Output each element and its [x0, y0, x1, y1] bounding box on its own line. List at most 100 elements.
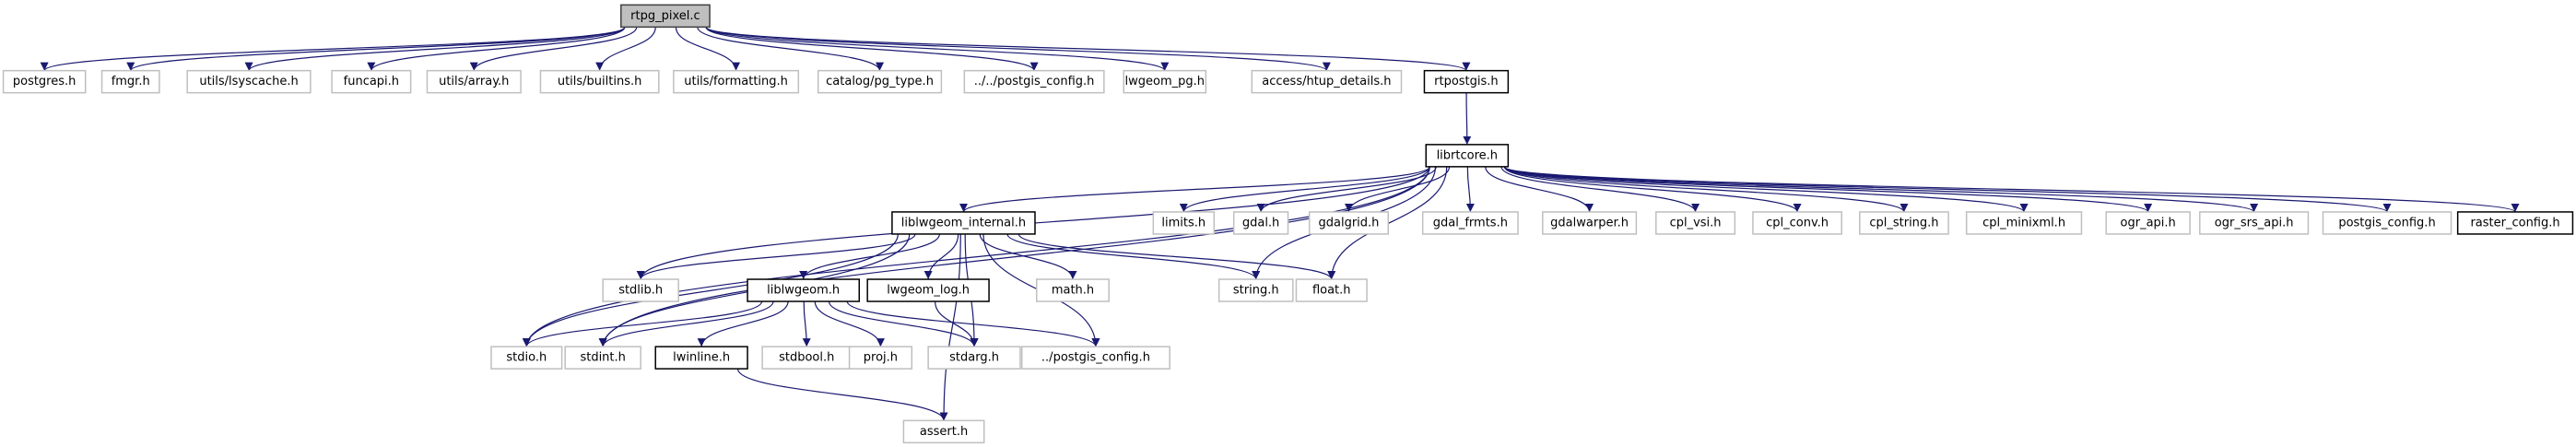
edge-liblwgeom_h-to-lwinline_h [697, 300, 789, 347]
node-label: ogr_api.h [2121, 216, 2176, 229]
node-stdio-h: stdio.h [490, 346, 563, 370]
edge-liblwgeom_internal_h-to-assert_h [939, 233, 961, 421]
node-label: lwgeom_log.h [887, 284, 970, 298]
node-label: ../../postgis_config.h [974, 75, 1095, 88]
node-lwgeom-log-h[interactable]: lwgeom_log.h [866, 278, 990, 302]
edge-rtpg_pixel_c-to-postgres_h [40, 26, 626, 72]
node-liblwgeom-h[interactable]: liblwgeom.h [747, 278, 861, 302]
edge-librtcore_h-to-stdint_h [598, 166, 1430, 347]
node-gdalwarper-h: gdalwarper.h [1542, 211, 1638, 235]
edge-liblwgeom_h-to-stdint_h [598, 300, 774, 347]
node-label: liblwgeom.h [767, 284, 840, 298]
edge-liblwgeom_internal_h-to-string_h [1006, 233, 1261, 280]
edge-rtpg_pixel_c-to-fmgr_h [126, 26, 626, 72]
node-box [1752, 211, 1842, 235]
node-box [1965, 211, 2083, 235]
node-box [1308, 211, 1389, 235]
node-box [747, 278, 861, 302]
node-box [1295, 278, 1368, 302]
node-label: ../postgis_config.h [1041, 351, 1150, 365]
node-dot-postgis-config-h: ../postgis_config.h [1020, 346, 1170, 370]
edge-rtpg_pixel_c-to-rtpostgis_h [705, 26, 1471, 72]
node-label: access/htup_details.h [1262, 75, 1391, 88]
node-fmgr-h: fmgr.h [100, 69, 160, 94]
edge-librtcore_h-to-gdalgrid_h [1344, 166, 1451, 213]
node-box [490, 346, 563, 370]
node-stdint-h: stdint.h [564, 346, 641, 370]
node-box [817, 69, 943, 94]
node-math-h: math.h [1036, 278, 1110, 302]
node-box [602, 278, 679, 302]
node-label: postgres.h [13, 75, 76, 88]
node-label: proj.h [864, 351, 898, 365]
node-label: gdalwarper.h [1550, 216, 1629, 229]
node-box [1036, 278, 1110, 302]
node-utils-builtins-h: utils/builtins.h [539, 69, 660, 94]
node-label: rtpostgis.h [1434, 75, 1499, 88]
node-rtpg-pixel-c[interactable]: rtpg_pixel.c [620, 4, 711, 29]
node-stdbool-h: stdbool.h [761, 346, 853, 370]
node-box [1859, 211, 1949, 235]
node-box [902, 419, 985, 444]
node-float-h: float.h [1295, 278, 1368, 302]
node-box [1425, 144, 1510, 168]
node-librtcore-h[interactable]: librtcore.h [1425, 144, 1510, 168]
node-raster-config-h[interactable]: raster_config.h [2456, 211, 2574, 235]
node-funcapi-h: funcapi.h [331, 69, 412, 94]
node-box [927, 346, 1021, 370]
node-label: lwgeom_pg.h [1125, 75, 1206, 88]
edge-librtcore_h-to-gdal_frmts_h [1465, 166, 1475, 212]
node-cpl-minixml-h: cpl_minixml.h [1965, 211, 2083, 235]
node-label: math.h [1052, 284, 1094, 298]
edge-rtpg_pixel_c-to-utils_lsyscache_h [244, 26, 626, 72]
edge-librtcore_h-to-ogr_srs_api_h [1503, 166, 2258, 213]
edge-liblwgeom_h-to-stdio_h [522, 300, 763, 347]
node-box [186, 69, 312, 94]
edge-librtcore_h-to-raster_config_h [1503, 166, 2520, 213]
node-liblwgeom-internal-h[interactable]: liblwgeom_internal.h [891, 211, 1036, 235]
edge-liblwgeom_h-to-dot_postgis_config_h [846, 300, 1100, 347]
node-box [866, 278, 990, 302]
node-label: string.h [1233, 284, 1279, 298]
node-box [654, 346, 748, 370]
node-box [2456, 211, 2574, 235]
node-stdlib-h: stdlib.h [602, 278, 679, 302]
node-lwinline-h[interactable]: lwinline.h [654, 346, 748, 370]
edge-librtcore_h-to-stdio_h [522, 166, 1430, 347]
edge-rtpg_pixel_c-to-access_htup_details_h [705, 26, 1331, 72]
node-label: gdal_frmts.h [1433, 216, 1508, 229]
edge-liblwgeom_internal_h-to-math_h [979, 233, 1077, 280]
node-label: gdal.h [1242, 216, 1279, 229]
node-utils-lsyscache-h: utils/lsyscache.h [186, 69, 312, 94]
edge-liblwgeom_internal_h-to-float_h [1017, 233, 1336, 280]
node-proj-h: proj.h [848, 346, 913, 370]
node-string-h: string.h [1217, 278, 1294, 302]
node-gdal-frmts-h: gdal_frmts.h [1421, 211, 1519, 235]
node-stdarg-h: stdarg.h [927, 346, 1021, 370]
edge-librtcore_h-to-cpl_conv_h [1503, 166, 1802, 213]
node-box [426, 69, 522, 94]
node-box [1542, 211, 1638, 235]
node-label: stdlib.h [618, 284, 663, 298]
node-cpl-string-h: cpl_string.h [1859, 211, 1949, 235]
node-rtpostgis-h[interactable]: rtpostgis.h [1423, 69, 1510, 94]
edge-rtpg_pixel_c-to-catalog_pg_type_h [697, 27, 884, 71]
edge-rtpg_pixel_c-to-utils_builtins_h [595, 27, 656, 71]
node-label: fmgr.h [112, 75, 150, 88]
node-box [539, 69, 660, 94]
node-cpl-conv-h: cpl_conv.h [1752, 211, 1842, 235]
node-dotdot-postgis-config-h: ../../postgis_config.h [963, 69, 1105, 94]
node-box [2322, 211, 2452, 235]
node-catalog-pg-type-h: catalog/pg_type.h [817, 69, 943, 94]
node-label: postgis_config.h [2338, 216, 2435, 229]
edge-rtpg_pixel_c-to-lwgeom_pg_h [705, 26, 1170, 72]
edge-librtcore_h-to-float_h [1327, 166, 1448, 280]
node-postgis-config-h: postgis_config.h [2322, 211, 2452, 235]
node-label: stdbool.h [779, 351, 834, 365]
node-box [2105, 211, 2191, 235]
node-label: gdalgrid.h [1318, 216, 1379, 229]
edge-librtcore_h-to-cpl_vsi_h [1500, 166, 1700, 213]
node-label: stdio.h [506, 351, 547, 365]
node-box [1655, 211, 1736, 235]
